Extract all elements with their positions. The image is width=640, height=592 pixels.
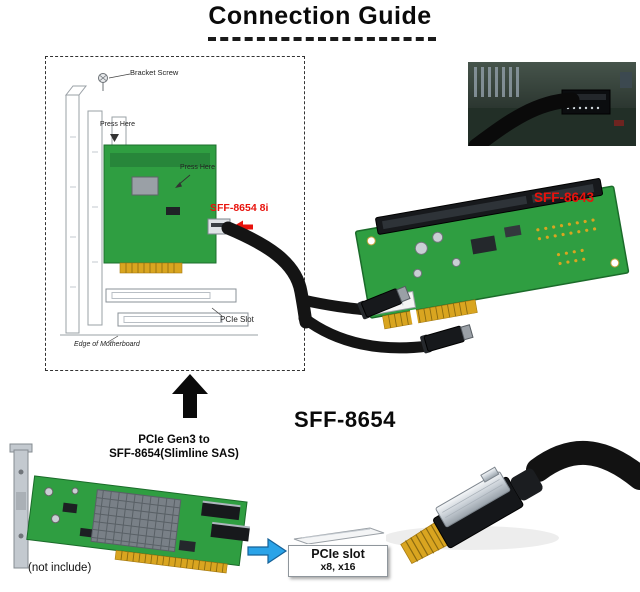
pcie-slot-callout-line1: PCIe slot xyxy=(311,547,365,561)
host-card-title-line1: PCIe Gen3 to xyxy=(138,434,210,446)
plug-assembly xyxy=(400,466,543,565)
label-sff8643: SFF-8643 xyxy=(534,190,595,205)
motherboard-photo-inset xyxy=(468,62,636,146)
component-block xyxy=(620,72,632,88)
press-here-arrows xyxy=(110,134,191,188)
up-arrow xyxy=(172,374,208,418)
install-diagram-art xyxy=(60,73,258,343)
pcie-slots-graphic xyxy=(60,288,258,343)
mount-hole xyxy=(366,236,376,246)
capacitor xyxy=(414,241,428,255)
install-diagram-box: Bracket Screw Press Here Press Here SFF-… xyxy=(45,56,305,371)
blue-arrow xyxy=(247,537,288,565)
bracket-screw-icon xyxy=(98,73,131,91)
pcie-slot-callout-box: PCIe slot x8, x16 xyxy=(288,545,388,578)
ic-chip xyxy=(470,235,497,255)
sas-port xyxy=(210,523,250,542)
not-include-note: (not include) xyxy=(28,562,92,574)
pin-headers xyxy=(536,218,597,266)
cable xyxy=(526,441,640,490)
card-board xyxy=(26,475,251,574)
sff8654-plug-photo xyxy=(386,441,640,565)
host-card-title: PCIe Gen3 to SFF-8654(Slimline SAS) xyxy=(90,434,258,462)
metal-latch xyxy=(435,471,511,528)
sff8643-adapter-art xyxy=(354,178,630,330)
label-motherboard-edge: Edge of Motherboard xyxy=(74,341,140,348)
page-title: Connection Guide xyxy=(208,2,432,30)
heatsink-fins xyxy=(474,67,519,97)
label-press-here-top: Press Here xyxy=(100,121,136,128)
plugged-cable xyxy=(468,92,580,146)
jumper-block xyxy=(614,120,624,126)
pcie-slot-graphic xyxy=(293,527,385,544)
gold-fingers xyxy=(114,550,228,574)
mount-hole xyxy=(610,258,620,268)
label-bracket-screw: Bracket Screw xyxy=(130,68,179,77)
red-arrow xyxy=(232,220,253,234)
cable-boot xyxy=(510,468,543,501)
card-bracket xyxy=(9,443,33,569)
motherboard-photo-art xyxy=(468,62,636,146)
label-pcie-slot: PCIe Slot xyxy=(220,315,254,324)
pcie-card-graphic xyxy=(103,144,231,274)
pcie-slot-callout: PCIe slot x8, x16 xyxy=(288,524,388,578)
pcie-slot-callout-line2: x8, x16 xyxy=(320,560,356,573)
latch-tab xyxy=(480,466,500,483)
label-sff8654-8i: SFF-8654 8i xyxy=(210,202,269,214)
host-card-art xyxy=(9,443,251,574)
title-underline xyxy=(208,37,436,41)
sas-port xyxy=(201,502,241,521)
host-card-title-line2: SFF-8654(Slimline SAS) xyxy=(109,447,239,460)
label-press-here-mid: Press Here xyxy=(180,164,216,171)
label-sff8654: SFF-8654 xyxy=(294,407,396,432)
